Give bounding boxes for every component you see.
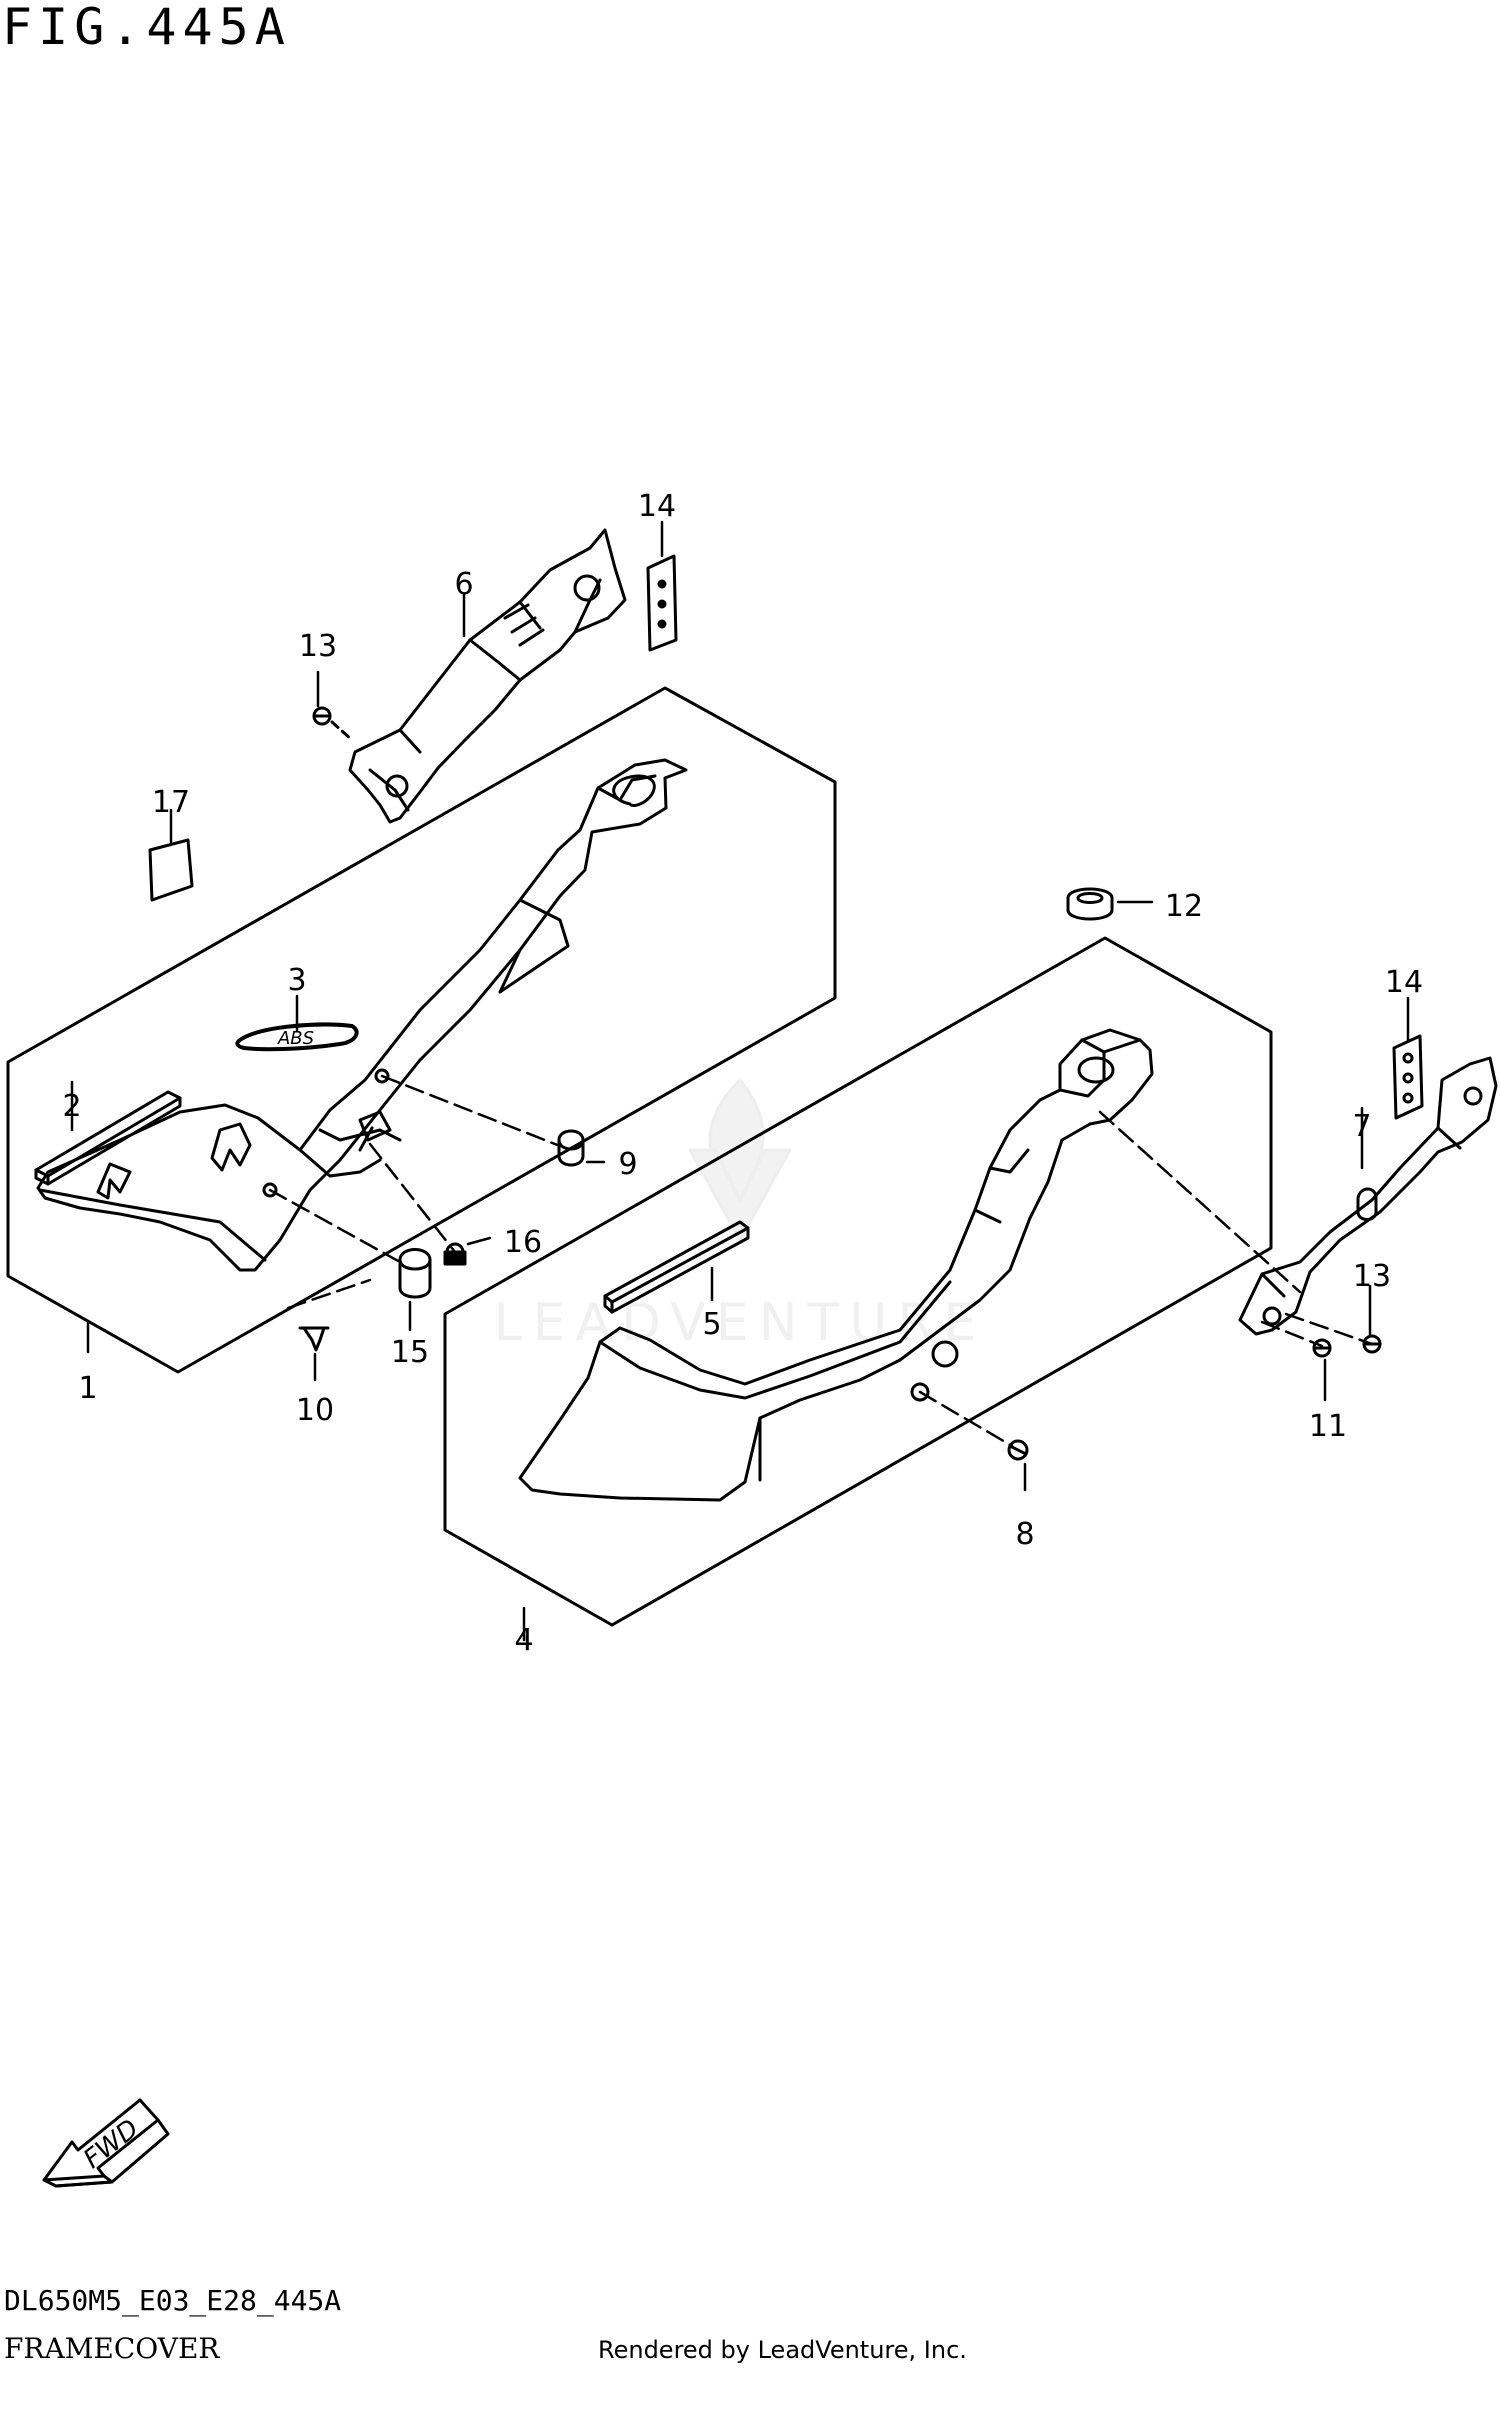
watermark: LEADVENTURE	[494, 1078, 987, 1353]
sticker-part-17	[148, 838, 194, 902]
callout-4: 4	[514, 1623, 533, 1658]
callout-13-top: 13	[299, 629, 337, 664]
callout-16: 16	[504, 1225, 542, 1260]
callout-14-top: 14	[638, 489, 676, 524]
callout-6: 6	[454, 567, 473, 602]
callout-5: 5	[702, 1307, 721, 1342]
pad-part-14-right	[1392, 1034, 1424, 1120]
figure-title: FIG.445A	[2, 0, 291, 56]
callout-11: 11	[1309, 1409, 1347, 1444]
bracket-part-6	[348, 528, 627, 824]
bracket-part-7	[1238, 1056, 1498, 1336]
grommet-part-12	[1066, 887, 1114, 921]
callout-10: 10	[296, 1393, 334, 1428]
screw-part-8	[1007, 1439, 1029, 1461]
diagram-name: FRAMECOVER	[4, 2332, 220, 2365]
group-box-1	[6, 686, 837, 1374]
callout-17: 17	[152, 785, 190, 820]
callout-1: 1	[78, 1371, 97, 1406]
callout-2: 2	[62, 1089, 81, 1124]
screw-part-13-top	[312, 706, 354, 742]
screw-part-11	[1312, 1338, 1332, 1358]
callout-3: 3	[287, 963, 306, 998]
frame-cover-part-4	[518, 1028, 1154, 1502]
callout-8: 8	[1015, 1517, 1034, 1552]
strip-part-2	[34, 1090, 182, 1186]
alignment-lines	[268, 1074, 1374, 1448]
leader-lines	[70, 520, 1410, 1642]
emblem-part-3: ABS	[235, 1022, 359, 1052]
watermark-text: LEADVENTURE	[494, 1293, 987, 1353]
fwd-arrow: FWD	[42, 2098, 170, 2188]
nut-part-16	[443, 1242, 467, 1266]
group-box-4	[443, 936, 1273, 1627]
diagram-code: DL650M5_E03_E28_445A	[4, 2284, 342, 2317]
callout-12: 12	[1165, 889, 1203, 924]
callout-7: 7	[1352, 1109, 1371, 1144]
callout-14-right: 14	[1385, 965, 1423, 1000]
grommet-part-9	[557, 1129, 585, 1167]
callout-13-right: 13	[1353, 1259, 1391, 1294]
cushion-part-15	[398, 1248, 432, 1299]
pad-part-14-top	[646, 554, 678, 652]
callouts: 1 2 3 4 5 6 7 8 9 10 11 12 13 13 14 14 1…	[62, 489, 1423, 1658]
callout-15: 15	[391, 1335, 429, 1370]
frame-cover-part-1	[36, 758, 688, 1272]
callout-9: 9	[618, 1147, 637, 1182]
strip-part-5	[603, 1220, 750, 1314]
rivet-part-10	[298, 1326, 330, 1352]
rendered-by: Rendered by LeadVenture, Inc.	[598, 2336, 967, 2364]
emblem-text: ABS	[277, 1028, 314, 1049]
